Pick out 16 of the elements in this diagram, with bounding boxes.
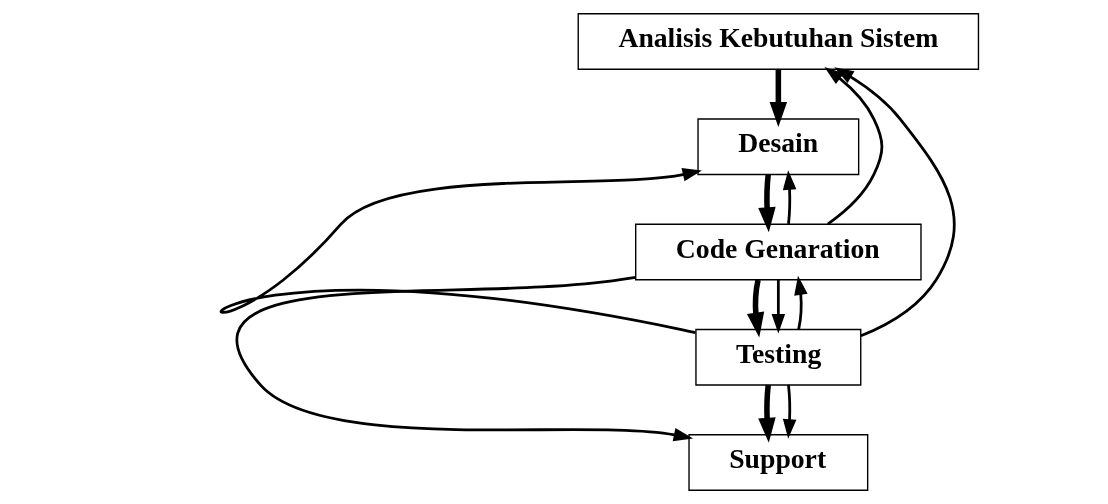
node-box: Analisis Kebutuhan Sistem [577,13,980,70]
node-box: Testing [695,328,862,386]
node-box: Desain [697,118,860,176]
arrow [758,174,776,233]
arrow [782,170,797,225]
arrow [834,67,956,337]
arrow [794,275,808,330]
arrow [236,276,694,442]
arrow [824,66,884,226]
node-box: Code Genaration [635,223,922,281]
arrow [771,279,786,334]
arrow [746,279,765,338]
arrow [769,69,788,128]
arrow [782,384,797,439]
arrow [758,384,776,443]
node-box: Support [688,434,869,491]
